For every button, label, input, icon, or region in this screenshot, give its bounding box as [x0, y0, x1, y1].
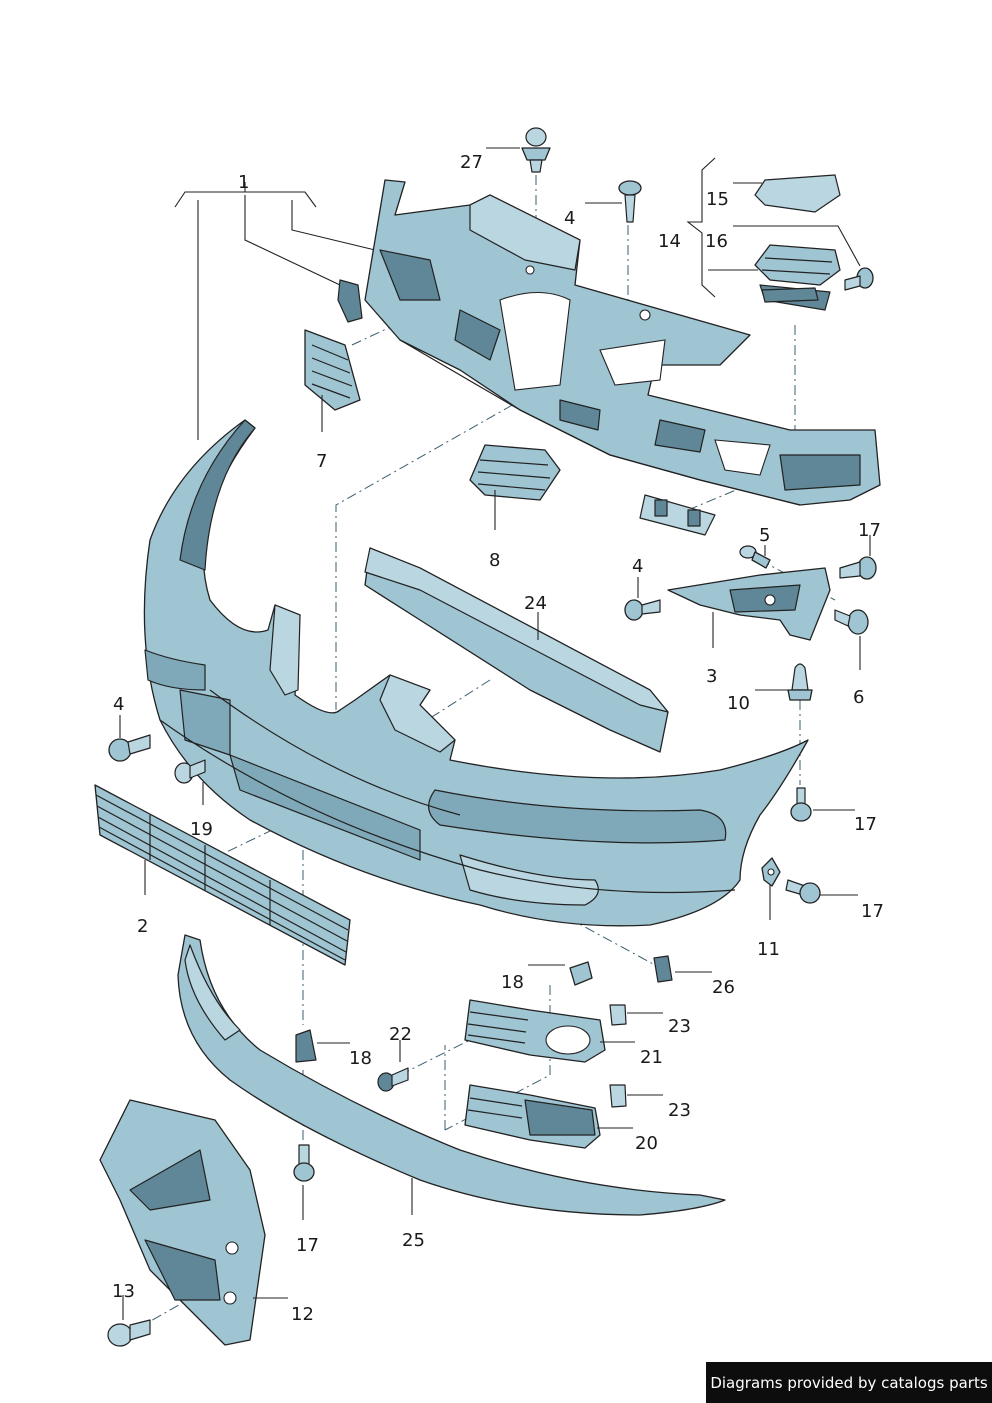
- screw-6-icon: [834, 609, 869, 635]
- callout-11: 11: [757, 939, 780, 960]
- clip-26-icon: [653, 955, 673, 983]
- part-7-grille: [304, 329, 361, 411]
- screw-16-icon: [844, 267, 874, 291]
- callout-10: 10: [727, 693, 750, 714]
- callout-12: 12: [291, 1304, 314, 1325]
- clip-5-icon: [739, 545, 771, 569]
- callout-7: 7: [316, 451, 327, 472]
- callout-4-top: 4: [564, 208, 575, 229]
- clip-10-icon: [787, 663, 813, 701]
- callout-20: 20: [635, 1133, 658, 1154]
- part-12-liner: [99, 1099, 266, 1346]
- callout-17-c: 17: [861, 901, 884, 922]
- callout-19: 19: [190, 819, 213, 840]
- clip-23-bottom-icon: [609, 1084, 627, 1108]
- callout-17-a: 17: [858, 520, 881, 541]
- part-15-cap: [754, 174, 841, 213]
- callout-16: 16: [705, 231, 728, 252]
- clip-27-icon: [521, 127, 551, 173]
- bumper-cover: [143, 419, 809, 927]
- screw-4-right-icon: [624, 599, 661, 621]
- screw-4-top-icon: [618, 180, 642, 223]
- part-3-bracket: [667, 567, 831, 641]
- part-24-absorber: [364, 547, 669, 753]
- mount-14-icon: [761, 287, 819, 303]
- callout-4-right: 4: [632, 556, 643, 577]
- part-1-bracket: [337, 279, 363, 323]
- nut-11-icon: [761, 857, 781, 887]
- callout-labels: 1 2 3 4 4 4 5 6 7 8 10 11 12 13 14 15 16…: [112, 152, 884, 1325]
- screw-17-lower-icon: [785, 879, 821, 904]
- callout-17-d: 17: [296, 1235, 319, 1256]
- bumper-carrier-frame: [364, 179, 881, 506]
- callout-23-b: 23: [668, 1100, 691, 1121]
- part-2-grille: [94, 784, 351, 966]
- screw-22-icon: [377, 1067, 409, 1092]
- clip-23-top-icon: [609, 1004, 627, 1026]
- screw-17-right-icon: [839, 556, 877, 580]
- callout-8: 8: [489, 550, 500, 571]
- callout-3: 3: [706, 666, 717, 687]
- callout-15: 15: [706, 189, 729, 210]
- credit-banner: Diagrams provided by catalogs parts: [706, 1362, 992, 1403]
- callout-22: 22: [389, 1024, 412, 1045]
- callout-14: 14: [658, 231, 681, 252]
- fasteners: [107, 127, 877, 1347]
- clip-18-top-icon: [569, 961, 593, 986]
- callout-2: 2: [137, 916, 148, 937]
- callout-25: 25: [402, 1230, 425, 1251]
- clip-18-lower-icon: [295, 1029, 317, 1063]
- callout-4-left: 4: [113, 694, 124, 715]
- callout-18-a: 18: [501, 972, 524, 993]
- bolt-17-lower-icon: [293, 1144, 315, 1182]
- bracket-under-frame: [639, 494, 716, 536]
- callout-23-a: 23: [668, 1016, 691, 1037]
- callout-24: 24: [524, 593, 547, 614]
- callout-13: 13: [112, 1281, 135, 1302]
- callout-1: 1: [238, 172, 249, 193]
- callout-27: 27: [460, 152, 483, 173]
- screw-4-left-icon: [108, 734, 151, 762]
- part-8-grille: [469, 444, 561, 501]
- callout-26: 26: [712, 977, 735, 998]
- callout-21: 21: [640, 1047, 663, 1068]
- callout-1-bracket: [174, 182, 376, 440]
- leader-lines: [119, 147, 871, 1320]
- screw-13-icon: [107, 1319, 151, 1347]
- part-20-fog-cover: [464, 1084, 601, 1149]
- bolt-17-vertical-icon: [790, 787, 812, 822]
- part-21-fog-grille: [464, 999, 606, 1063]
- callout-18-b: 18: [349, 1048, 372, 1069]
- part-25-spoiler: [177, 934, 726, 1216]
- callout-6: 6: [853, 687, 864, 708]
- callout-17-b: 17: [854, 814, 877, 835]
- callout-5: 5: [759, 525, 770, 546]
- screw-19-icon: [174, 759, 206, 784]
